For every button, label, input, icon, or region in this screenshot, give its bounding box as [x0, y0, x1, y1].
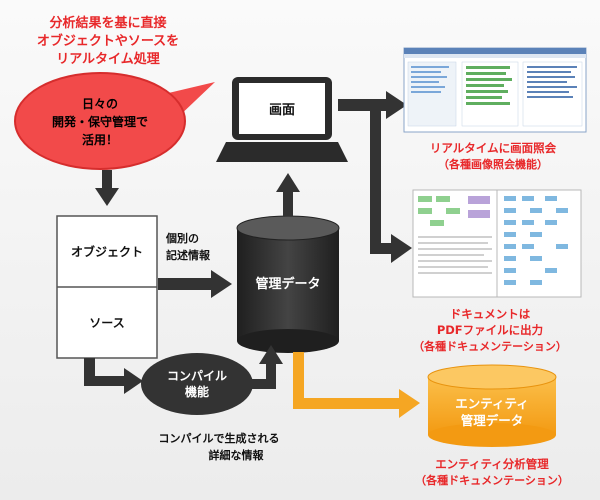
headline: 分析結果を基に直接 オブジェクトやソースを リアルタイム処理 — [37, 15, 179, 67]
entity-caption-line2: （各種ドキュメンテーション） — [415, 473, 569, 487]
management-data-cylinder: 管理データ — [236, 215, 340, 353]
individual-info-line1: 個別の — [165, 231, 199, 245]
realtime-viewer-thumbnail — [403, 47, 587, 133]
pdf-caption: ドキュメントは PDFファイルに出力 （各種ドキュメンテーション） — [413, 307, 567, 353]
arrow-db-to-entity — [293, 352, 420, 418]
individual-info-label: 個別の 記述情報 — [165, 231, 211, 262]
arrow-object-to-db — [158, 270, 232, 298]
entity-db-bottom — [428, 423, 556, 447]
compile-line2: 機能 — [185, 384, 209, 399]
compile-ellipse — [141, 353, 253, 415]
headline-line1: 分析結果を基に直接 — [49, 15, 166, 31]
db-top — [236, 215, 340, 241]
bubble-body — [14, 72, 186, 170]
headline-line2: オブジェクトやソースを — [37, 33, 179, 49]
individual-info-line2: 記述情報 — [166, 248, 211, 262]
arrow-object-to-compile — [84, 358, 143, 394]
screen-label: 画面 — [269, 103, 295, 118]
pdf-caption-line3: （各種ドキュメンテーション） — [413, 339, 567, 353]
pdf-caption-line1: ドキュメントは — [450, 307, 531, 321]
db-label: 管理データ — [255, 276, 320, 292]
entity-data-cylinder: エンティティ 管理データ — [427, 364, 557, 447]
doc-page-right — [496, 189, 582, 298]
laptop-base — [216, 142, 348, 162]
compile-function: コンパイル 機能 — [141, 353, 253, 415]
compile-info-label: コンパイルで生成される 詳細な情報 — [159, 431, 280, 462]
db-body — [237, 228, 339, 341]
compile-info-line1: コンパイルで生成される — [159, 431, 280, 445]
entity-caption: エンティティ分析管理 （各種ドキュメンテーション） — [415, 457, 569, 487]
pdf-document-thumbnails — [412, 189, 582, 298]
bubble-line2: 開発・保守管理で — [52, 114, 148, 129]
source-label: ソース — [89, 316, 124, 330]
bubble-line1: 日々の — [82, 97, 118, 111]
entity-db-line2: 管理データ — [461, 413, 524, 428]
arrow-db-to-screen — [276, 173, 300, 216]
object-source-box: オブジェクト ソース — [56, 215, 158, 359]
arrow-bubble-to-object — [95, 170, 119, 206]
realtime-caption-line2: （各種画像照会機能） — [438, 157, 548, 171]
compile-info-line2: 詳細な情報 — [209, 448, 265, 462]
entity-db-top — [427, 364, 557, 390]
realtime-caption: リアルタイムに画面照会 （各種画像照会機能） — [430, 141, 557, 171]
arrow-compile-to-db — [252, 345, 283, 389]
entity-db-line1: エンティティ — [455, 396, 529, 411]
compile-line1: コンパイル — [167, 369, 227, 383]
laptop-screen: 画面 — [216, 77, 348, 162]
db-bottom — [237, 329, 339, 353]
arrow-to-document — [370, 111, 412, 263]
arrow-screen-to-viewer — [338, 91, 407, 119]
laptop-display — [239, 83, 325, 134]
headline-line3: リアルタイム処理 — [56, 51, 160, 67]
object-label: オブジェクト — [71, 244, 143, 259]
pdf-caption-line2: PDFファイルに出力 — [437, 323, 543, 337]
realtime-caption-line1: リアルタイムに画面照会 — [430, 141, 557, 155]
entity-caption-line1: エンティティ分析管理 — [435, 457, 549, 471]
viewer-titlebar — [404, 48, 586, 54]
speech-bubble: 日々の 開発・保守管理で 活用！ — [14, 72, 215, 170]
bubble-line3: 活用！ — [82, 132, 118, 147]
